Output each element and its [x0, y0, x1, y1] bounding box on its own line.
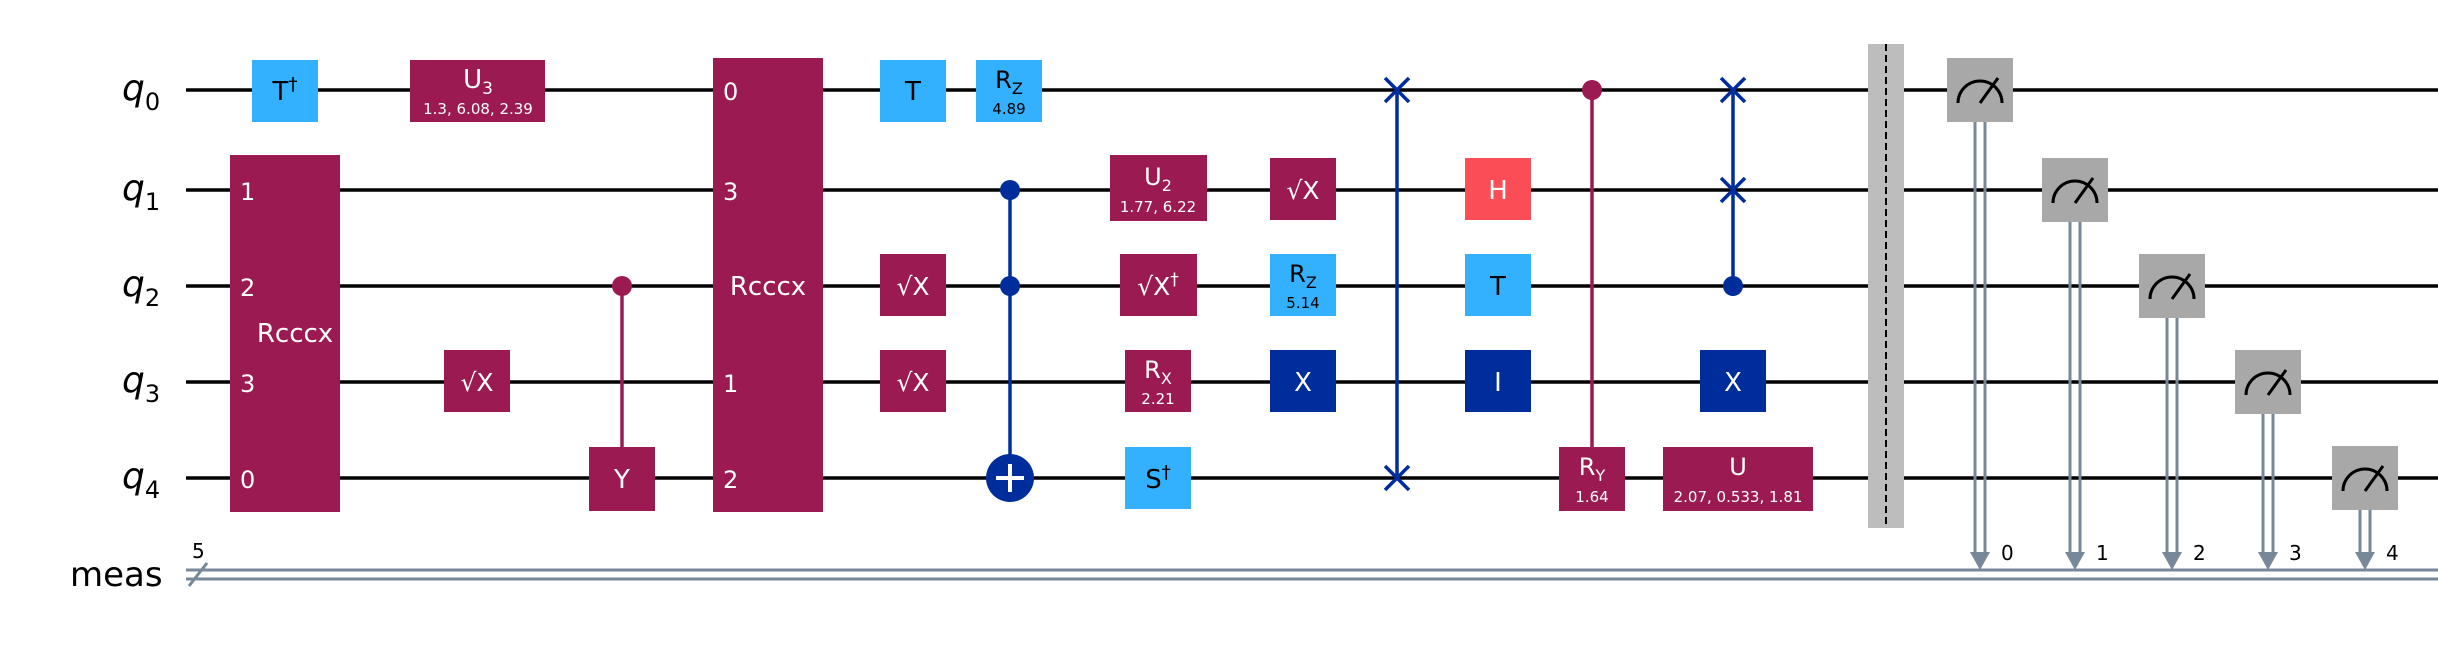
svg-text:T: T	[1489, 272, 1506, 302]
rcccx-1-label: Rcccx	[257, 319, 333, 349]
meas-bit-1: 1	[2096, 541, 2109, 565]
register-size: 5	[192, 539, 205, 563]
control-dot-q2	[1723, 276, 1743, 296]
svg-text:0: 0	[723, 78, 738, 106]
gate-sdg-q4: S†	[1125, 447, 1191, 509]
label-q0: q0	[122, 68, 160, 116]
svg-text:S†: S†	[1145, 462, 1171, 495]
control-dot-q0	[1582, 80, 1602, 100]
svg-text:T: T	[904, 77, 921, 107]
wire-labels: q0 q1 q2 q3 q4 meas 5	[70, 68, 205, 595]
svg-text:T†: T†	[272, 74, 298, 107]
gate-x-q3: X	[1270, 350, 1336, 412]
measurement-q3: 3	[2235, 350, 2302, 570]
barrier	[1868, 44, 1904, 528]
gate-t-q0: T	[880, 60, 946, 122]
gate-sxdg-q2: √X†	[1120, 254, 1197, 316]
svg-text:RZ: RZ	[1289, 260, 1317, 292]
gate-swap-q0-q4	[1383, 76, 1411, 492]
control-dot-q1	[1000, 180, 1020, 200]
classical-wire	[186, 562, 2438, 587]
measurement-q4: 4	[2332, 446, 2399, 570]
meas-bit-2: 2	[2193, 541, 2206, 565]
svg-text:H: H	[1488, 176, 1508, 206]
svg-text:2: 2	[240, 274, 255, 302]
rcccx-2-label: Rcccx	[730, 272, 806, 302]
svg-text:RY: RY	[1579, 453, 1606, 485]
svg-text:√X: √X	[896, 368, 929, 397]
svg-text:1: 1	[723, 370, 738, 398]
gate-rx-q3: RX 2.21	[1125, 350, 1191, 412]
control-dot-q2	[612, 276, 632, 296]
meas-bit-3: 3	[2289, 541, 2302, 565]
svg-text:3: 3	[723, 178, 738, 206]
gate-rz-q2: RZ 5.14	[1270, 254, 1336, 316]
meas-bit-4: 4	[2386, 541, 2399, 565]
gate-i-q3: I	[1465, 350, 1531, 412]
gate-controlled-y: Y	[589, 276, 655, 511]
svg-text:5.14: 5.14	[1286, 294, 1319, 312]
gate-controlled-swap	[1719, 76, 1747, 296]
svg-text:2.21: 2.21	[1141, 390, 1174, 408]
measurement-q0: 0	[1947, 58, 2014, 570]
register-size-slash	[187, 562, 209, 587]
svg-text:X: X	[1724, 368, 1742, 398]
gate-u3-q0: U3 1.3, 6.08, 2.39	[410, 60, 545, 122]
gate-h-q1: H	[1465, 158, 1531, 220]
gate-sx-q2: √X	[880, 254, 946, 316]
gate-sx-q3: √X	[444, 350, 510, 412]
gate-rcccx-2: 0 3 1 2 Rcccx	[713, 58, 823, 512]
measurement-q1: 1	[2042, 158, 2109, 570]
gate-x-q3b: X	[1700, 350, 1766, 412]
svg-text:RX: RX	[1144, 356, 1172, 388]
gate-tdg-q0: T†	[252, 60, 318, 122]
svg-text:1.77, 6.22: 1.77, 6.22	[1120, 198, 1196, 216]
gate-u-q4: U 2.07, 0.533, 1.81	[1663, 447, 1813, 511]
svg-text:Y: Y	[613, 465, 630, 495]
svg-text:2: 2	[723, 466, 738, 494]
svg-text:3: 3	[240, 370, 255, 398]
measurement-q2: 2	[2139, 254, 2206, 570]
gate-sx-q3b: √X	[880, 350, 946, 412]
svg-text:RZ: RZ	[995, 66, 1023, 98]
svg-text:1.3, 6.08, 2.39: 1.3, 6.08, 2.39	[423, 100, 533, 118]
svg-text:√X: √X	[896, 272, 929, 301]
svg-text:1.64: 1.64	[1575, 488, 1608, 506]
gate-rcccx-1: 1 2 3 0 Rcccx	[230, 155, 340, 512]
svg-text:I: I	[1494, 368, 1502, 398]
label-meas: meas	[70, 555, 163, 595]
gate-sx-q1: √X	[1270, 158, 1336, 220]
svg-text:√X: √X	[460, 368, 493, 397]
label-q1: q1	[122, 168, 160, 216]
gate-controlled-ry: RY 1.64	[1559, 80, 1625, 511]
svg-text:U: U	[1729, 453, 1747, 481]
meas-bit-0: 0	[2001, 541, 2014, 565]
gate-toffoli	[986, 180, 1034, 502]
gate-u2-q1: U2 1.77, 6.22	[1110, 155, 1207, 221]
svg-text:U3: U3	[463, 65, 493, 99]
svg-text:X: X	[1294, 368, 1312, 398]
label-q3: q3	[122, 360, 160, 408]
label-q4: q4	[122, 456, 160, 504]
svg-text:0: 0	[240, 466, 255, 494]
gate-t-q2: T	[1465, 254, 1531, 316]
svg-text:4.89: 4.89	[992, 100, 1025, 118]
svg-text:2.07, 0.533, 1.81: 2.07, 0.533, 1.81	[1674, 488, 1803, 506]
control-dot-q2	[1000, 276, 1020, 296]
svg-text:√X†: √X†	[1137, 270, 1179, 301]
gate-rz-q0: RZ 4.89	[976, 60, 1042, 122]
svg-text:√X: √X	[1286, 176, 1319, 205]
label-q2: q2	[122, 264, 160, 312]
svg-text:U2: U2	[1144, 163, 1172, 195]
svg-text:1: 1	[240, 178, 255, 206]
